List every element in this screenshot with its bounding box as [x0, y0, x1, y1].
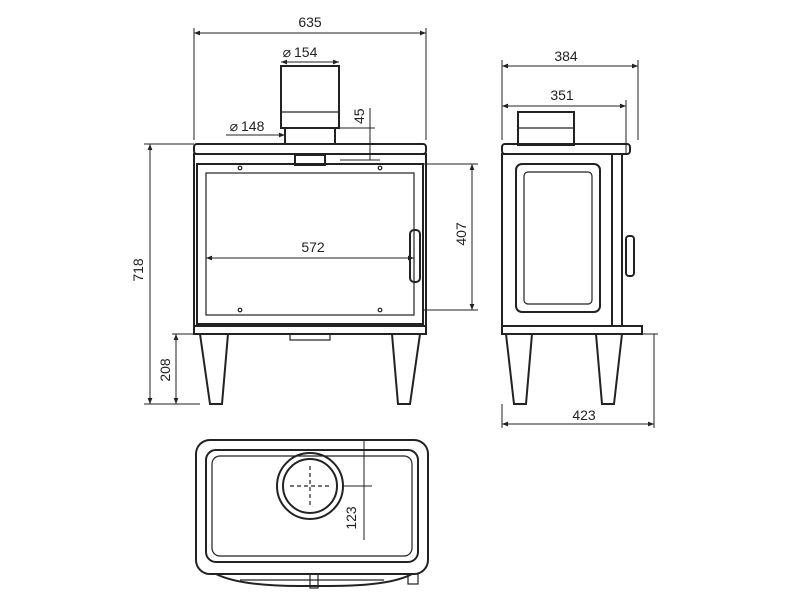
- dim-overall-width: 635: [298, 14, 322, 30]
- top-front-lip: [215, 573, 413, 587]
- side-rear-shield: [612, 153, 623, 327]
- dim-overall-height: 718: [130, 258, 146, 282]
- stove-top-plate: [193, 143, 427, 155]
- dim-flue-collar-symbol: ⌀: [230, 118, 238, 134]
- front-view: 635 ⌀ 154 ⌀ 148 45 572 407 718 208: [130, 14, 478, 405]
- right-leg: [391, 333, 421, 405]
- top-vent: [294, 154, 326, 166]
- dim-flue-outlet-diameter: 154: [294, 44, 318, 60]
- dim-door-height: 407: [453, 222, 469, 246]
- left-leg: [199, 333, 229, 405]
- top-view: 123: [195, 439, 429, 589]
- door-handle: [409, 229, 421, 283]
- side-panel: [515, 163, 601, 313]
- dim-flue-center-offset: 123: [343, 506, 359, 530]
- dim-door-glass-width: 572: [301, 239, 325, 255]
- flue-collar: [284, 127, 336, 145]
- dim-flue-outlet-symbol: ⌀: [283, 44, 291, 60]
- flue-pipe: [280, 65, 340, 129]
- dim-leg-height: 208: [157, 358, 173, 382]
- stove-base: [193, 325, 427, 335]
- dim-flue-height-offset: 45: [351, 108, 367, 124]
- side-view: 384 351 423: [501, 48, 658, 428]
- side-handle: [625, 235, 635, 277]
- dim-overall-depth: 423: [572, 407, 596, 423]
- side-right-leg: [595, 333, 623, 405]
- side-body: [501, 153, 613, 327]
- side-base: [501, 325, 643, 335]
- top-view-inner-panel: [205, 449, 419, 563]
- dim-body-depth: 351: [550, 87, 574, 103]
- dim-top-depth: 384: [554, 48, 578, 64]
- side-left-leg: [505, 333, 533, 405]
- top-view-outline: [195, 439, 429, 575]
- door-glass: [205, 172, 415, 316]
- top-flue-inner: [282, 458, 338, 514]
- dim-flue-collar-diameter: 148: [241, 118, 265, 134]
- top-flue-outer: [276, 452, 344, 520]
